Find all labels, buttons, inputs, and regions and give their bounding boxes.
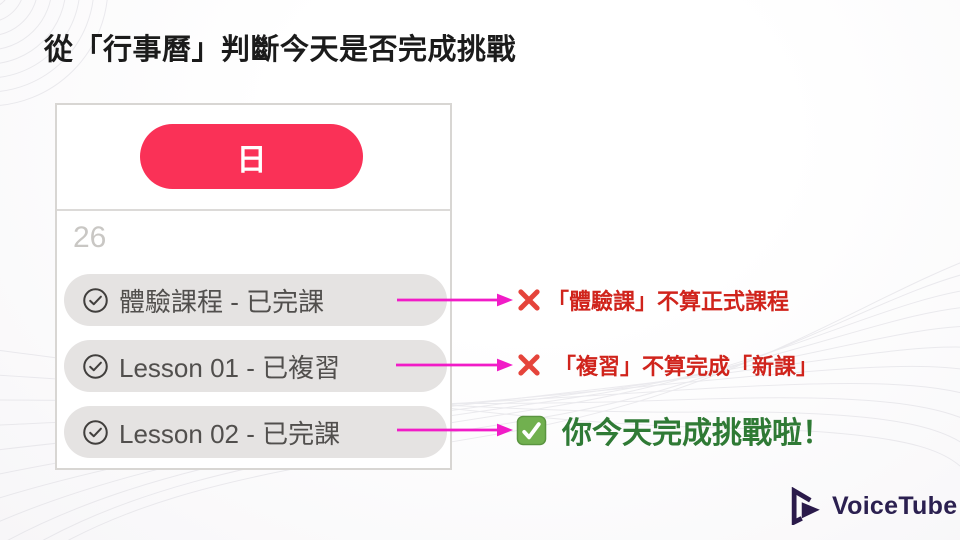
event-label: Lesson 01 - 已複習 xyxy=(119,352,341,383)
voicetube-logo: VoiceTube xyxy=(790,487,957,525)
arrow-head-1 xyxy=(497,293,513,307)
event-label: Lesson 02 - 已完課 xyxy=(119,418,341,449)
calendar-card: 日 26 體驗課程 - 已完課 Lesson 01 - 已複習 Lesson 0… xyxy=(55,103,452,470)
annotation-text: 你今天完成挑戰啦！ xyxy=(562,417,832,450)
check-box-icon xyxy=(516,415,547,445)
check-circle-icon xyxy=(83,353,108,379)
arrow-head-2 xyxy=(497,358,513,372)
cross-mark-icon xyxy=(518,289,540,311)
event-label: 體驗課程 - 已完課 xyxy=(119,286,325,317)
day-header-label: 日 xyxy=(236,143,267,177)
annotation-trial-not-counted: 「體驗課」不算正式課程 xyxy=(516,285,789,315)
check-circle-icon xyxy=(83,287,108,313)
annotation-challenge-complete: 你今天完成挑戰啦！ xyxy=(516,410,832,450)
annotation-text: 「體驗課」不算正式課程 xyxy=(547,289,790,314)
divider xyxy=(57,209,450,211)
annotation-text: 「複習」不算完成「新課」 xyxy=(554,354,819,379)
cross-mark-icon xyxy=(518,354,540,376)
annotation-review-not-counted: 「複習」不算完成「新課」 xyxy=(516,350,818,380)
calendar-event-lesson-02[interactable]: Lesson 02 - 已完課 xyxy=(64,406,447,458)
voicetube-logo-text: VoiceTube xyxy=(832,491,958,520)
calendar-day-header: 日 xyxy=(140,124,363,189)
calendar-event-trial-lesson[interactable]: 體驗課程 - 已完課 xyxy=(64,274,447,326)
check-circle-icon xyxy=(83,419,108,445)
calendar-date: 26 xyxy=(73,221,107,254)
page-title: 從「行事曆」判斷今天是否完成挑戰 xyxy=(44,34,517,66)
calendar-event-lesson-01[interactable]: Lesson 01 - 已複習 xyxy=(64,340,447,392)
arrow-head-3 xyxy=(497,423,513,437)
voicetube-play-icon xyxy=(791,487,820,525)
